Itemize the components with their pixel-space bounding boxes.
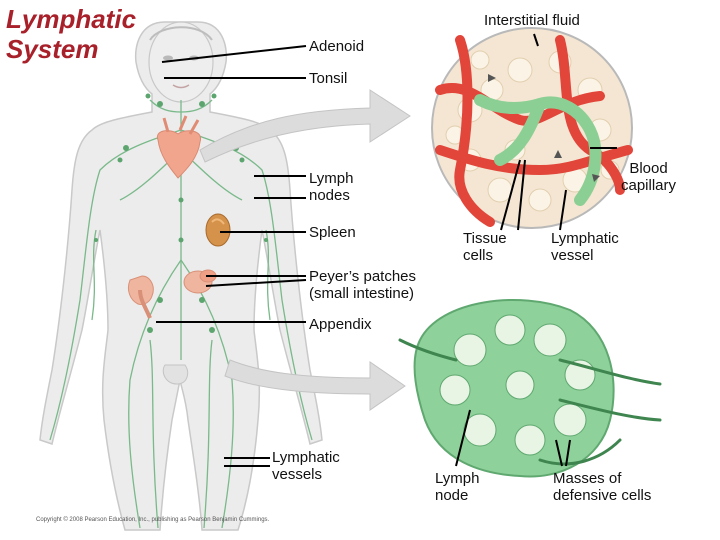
label-masses-of-defensive-cells: Masses of defensive cells: [553, 470, 651, 504]
label-lymph-node: Lymph node: [435, 470, 479, 504]
interstitial-circle: [432, 28, 632, 228]
label-interstitial-fluid: Interstitial fluid: [484, 12, 580, 29]
label-lymphatic-vessel: Lymphatic vessel: [551, 230, 619, 264]
lymph-node-illustration: [400, 300, 660, 477]
label-tissue-cells: Tissue cells: [463, 230, 507, 264]
label-adenoid: Adenoid: [309, 38, 364, 55]
label-appendix: Appendix: [309, 316, 372, 333]
label-lymph-nodes: Lymph nodes: [309, 170, 353, 204]
copyright-notice: Copyright © 2008 Pearson Education, Inc.…: [36, 517, 269, 523]
label-spleen: Spleen: [309, 224, 356, 241]
label-lymphatic-vessels: Lymphatic vessels: [272, 449, 340, 483]
label-peyers-patches: Peyer’s patches (small intestine): [309, 268, 416, 302]
label-blood-capillary: Blood capillary: [621, 160, 676, 194]
label-tonsil: Tonsil: [309, 70, 347, 87]
